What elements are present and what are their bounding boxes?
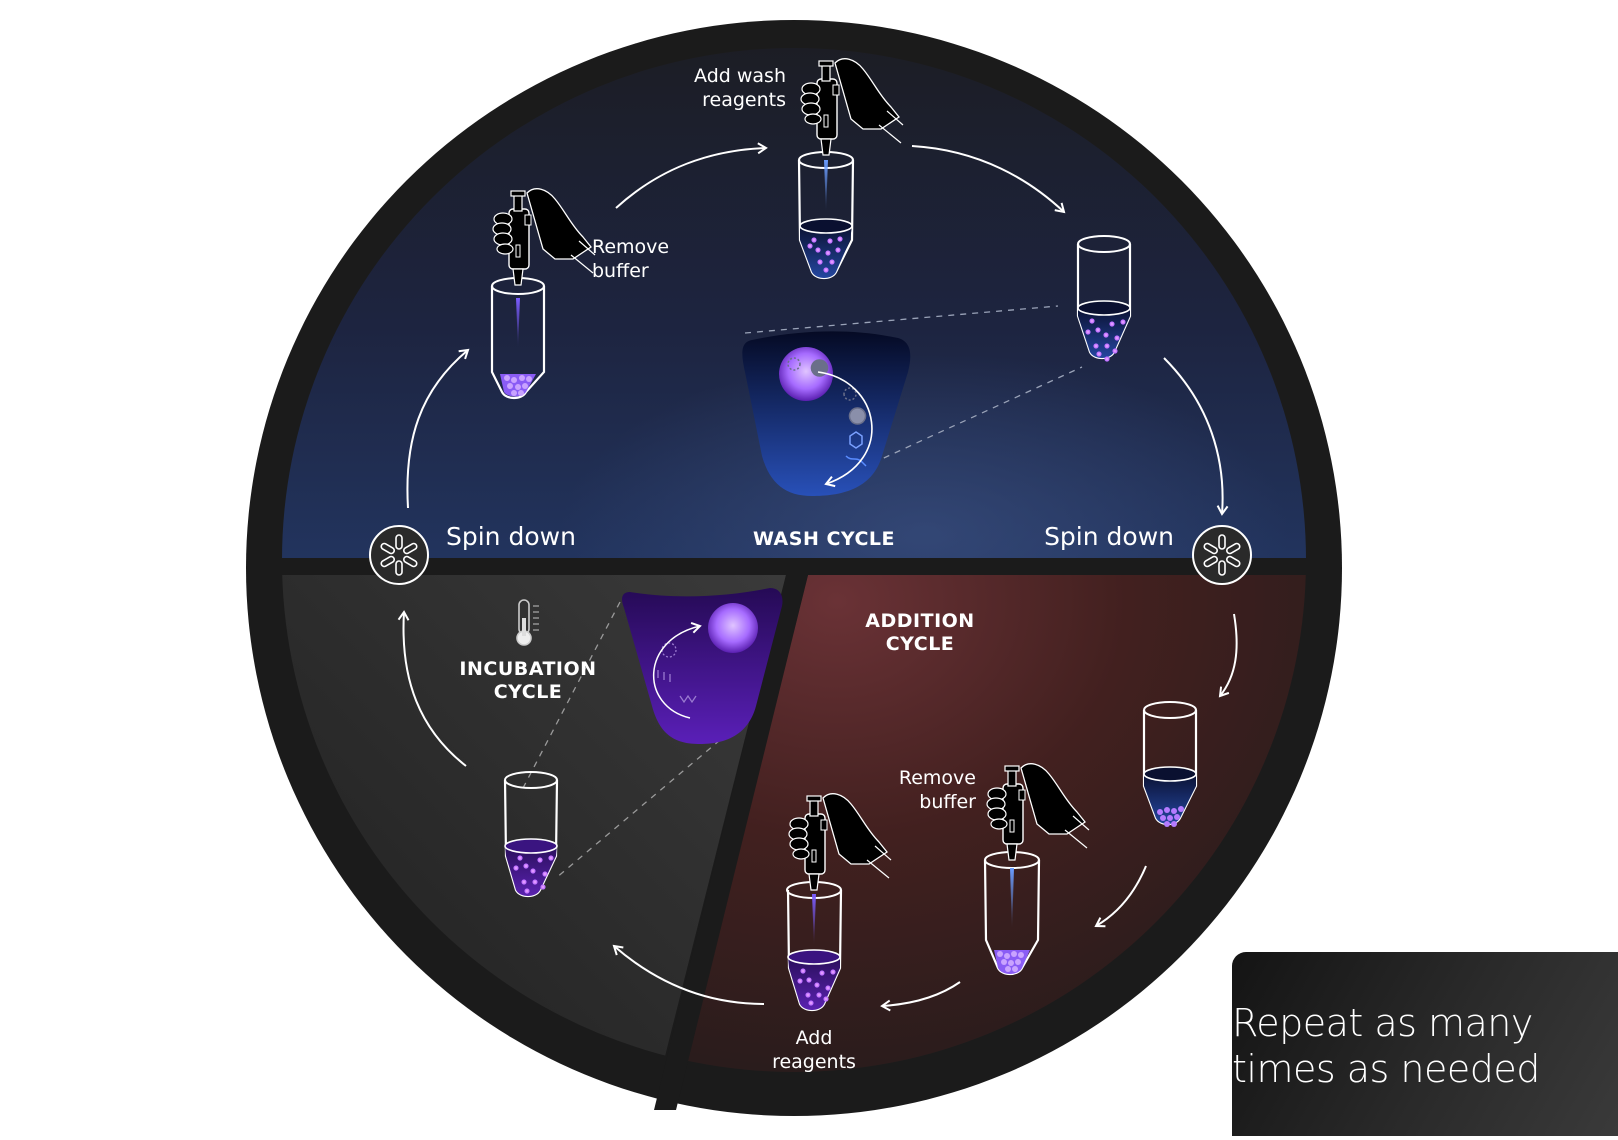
centrifuge-icon: [369, 525, 429, 585]
step-add-wash-reagents: Add wash reagents: [694, 58, 904, 280]
step-add-reagents: Add reagents: [772, 793, 892, 1073]
remove-buffer-addition-line2: buffer: [919, 791, 976, 813]
arrow-icon: [911, 145, 1066, 214]
repeat-callout-line2: times as needed: [1232, 1047, 1540, 1091]
repeat-callout-text: Repeat as many times as needed: [1232, 1000, 1572, 1092]
add-wash-reagents-line1: Add wash: [694, 65, 786, 87]
add-reagents-line2: reagents: [772, 1051, 856, 1073]
addition-cycle-title-line1: ADDITION: [865, 610, 974, 632]
divider-horizontal: [260, 558, 1330, 575]
repeat-callout-line1: Repeat as many: [1232, 1001, 1533, 1045]
step-remove-buffer-wash: Remove buffer: [490, 188, 669, 400]
thermometer-icon: [516, 599, 539, 646]
divider-diagonal: [654, 575, 808, 1110]
arrow-icon: [880, 981, 961, 1012]
tube-icon: [1142, 701, 1198, 827]
wash-zoom-inset: [742, 305, 1083, 496]
tube-icon: [490, 277, 546, 400]
remove-buffer-wash-line2: buffer: [592, 260, 649, 282]
centrifuge-icon: [1192, 525, 1252, 585]
add-reagents-line1: Add: [796, 1027, 833, 1049]
arrow-icon: [406, 348, 470, 509]
remove-buffer-wash-line1: Remove: [592, 236, 669, 258]
addition-cycle-title-line2: CYCLE: [886, 633, 955, 655]
spin-down-right-label: Spin down: [1044, 522, 1174, 551]
tube-icon: [503, 771, 559, 898]
arrow-icon: [1218, 613, 1238, 698]
arrow-icon: [1094, 865, 1147, 928]
flow-arrows: [397, 142, 1238, 1012]
incubation-cycle-title-line2: CYCLE: [494, 681, 563, 703]
incubation-zoom-inset: [521, 588, 783, 879]
tube-icon: [1076, 235, 1132, 362]
incubation-cycle-title-line1: INCUBATION: [459, 658, 596, 680]
arrow-icon: [397, 610, 467, 767]
repeat-callout-box: [1232, 952, 1618, 1136]
add-wash-reagents-line2: reagents: [702, 89, 786, 111]
tube-icon: [797, 151, 855, 280]
spin-down-left-label: Spin down: [446, 522, 576, 551]
step-remove-buffer-addition: Remove buffer: [899, 763, 1090, 976]
wash-cycle-title: WASH CYCLE: [753, 528, 895, 550]
tube-icon: [983, 851, 1041, 976]
arrow-icon: [615, 142, 768, 209]
arrow-icon: [1163, 357, 1229, 516]
arrow-icon: [612, 944, 765, 1005]
remove-buffer-addition-line1: Remove: [899, 767, 976, 789]
